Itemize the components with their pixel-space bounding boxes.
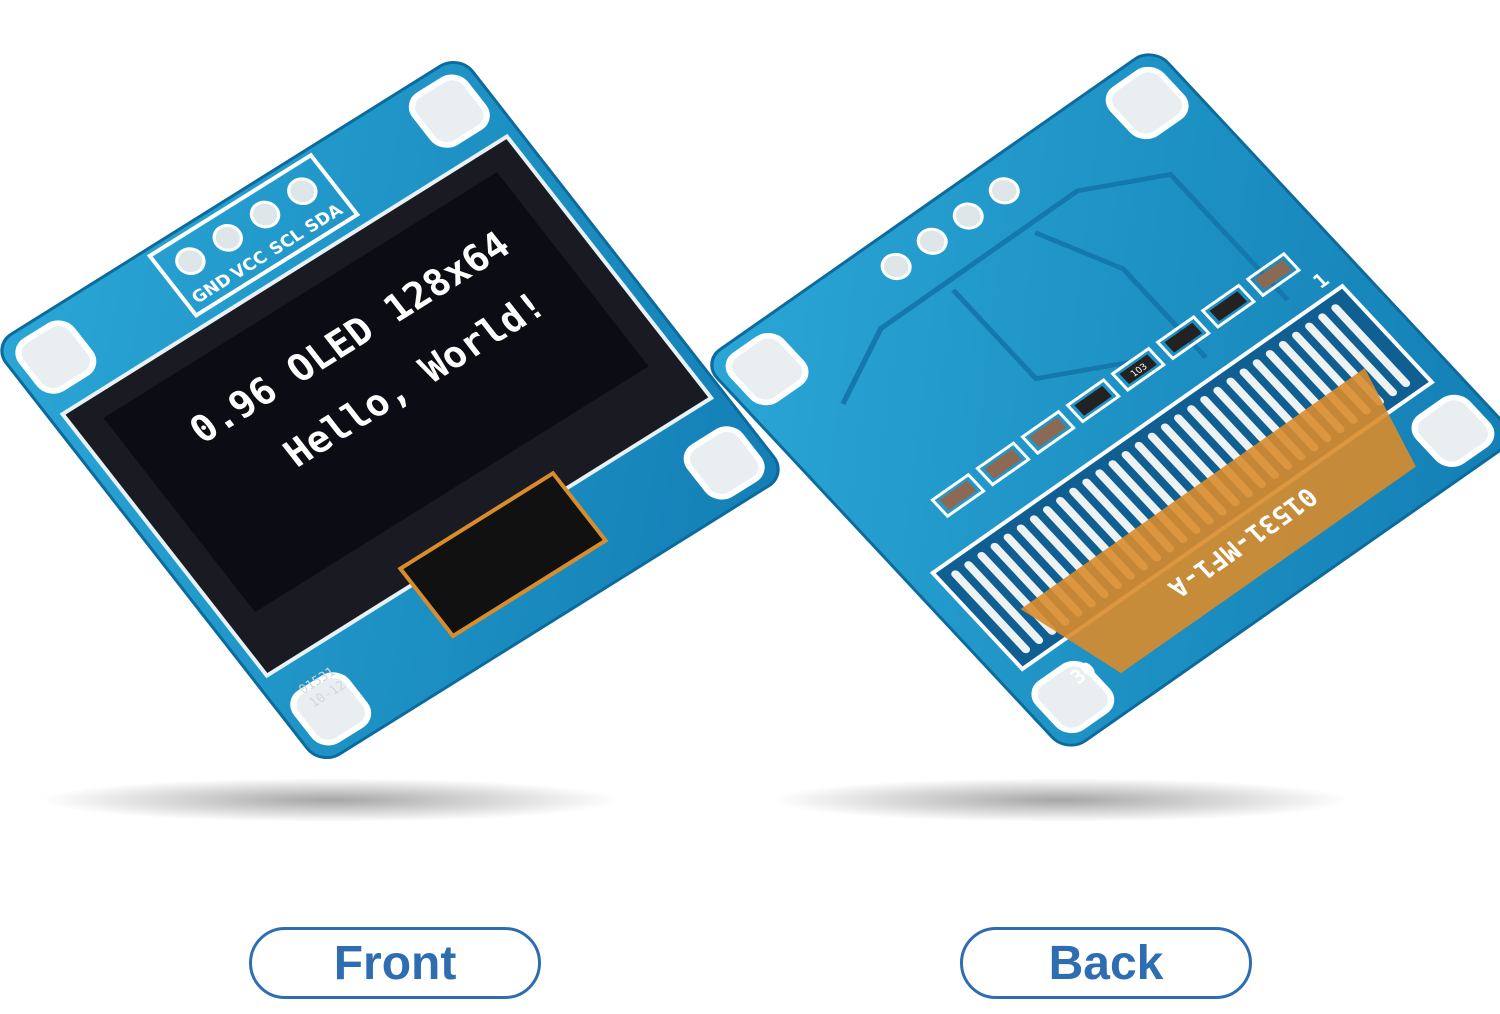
back-board: 103 01531-MF1-A 1 30 bbox=[710, 53, 1500, 747]
pin-hole bbox=[212, 224, 243, 252]
mount-hole bbox=[1411, 394, 1495, 468]
pin-hole bbox=[287, 177, 318, 206]
front-board: GND VCC SCL SDA 0.96 OLED 128x64 Hello, … bbox=[0, 60, 780, 760]
pin-hole bbox=[952, 202, 984, 230]
pin-hole bbox=[175, 247, 206, 275]
smd-components: 103 bbox=[930, 251, 1302, 519]
pin-hole bbox=[916, 227, 948, 255]
pin-hole bbox=[249, 200, 281, 229]
mount-hole bbox=[1105, 66, 1189, 140]
mount-hole bbox=[1031, 660, 1115, 734]
fpc-pad bbox=[1331, 304, 1411, 388]
mount-hole bbox=[683, 426, 765, 500]
mount-hole bbox=[15, 320, 97, 394]
back-label: Back bbox=[960, 927, 1252, 999]
pin-hole bbox=[988, 177, 1020, 205]
front-label: Front bbox=[249, 927, 541, 999]
mount-hole bbox=[408, 74, 490, 148]
flex-cable bbox=[397, 470, 609, 639]
fpc-pad bbox=[1318, 313, 1398, 397]
oled-screen bbox=[103, 172, 649, 613]
back-shadow bbox=[770, 778, 1350, 822]
pin-header-outline bbox=[146, 152, 361, 318]
mount-hole bbox=[290, 672, 372, 746]
flex-tail bbox=[1020, 368, 1416, 674]
pin-hole bbox=[880, 252, 912, 281]
fpc-pad bbox=[951, 570, 1031, 654]
fpc-pad bbox=[964, 561, 1044, 644]
mount-hole bbox=[725, 332, 809, 406]
front-shadow bbox=[40, 778, 620, 822]
